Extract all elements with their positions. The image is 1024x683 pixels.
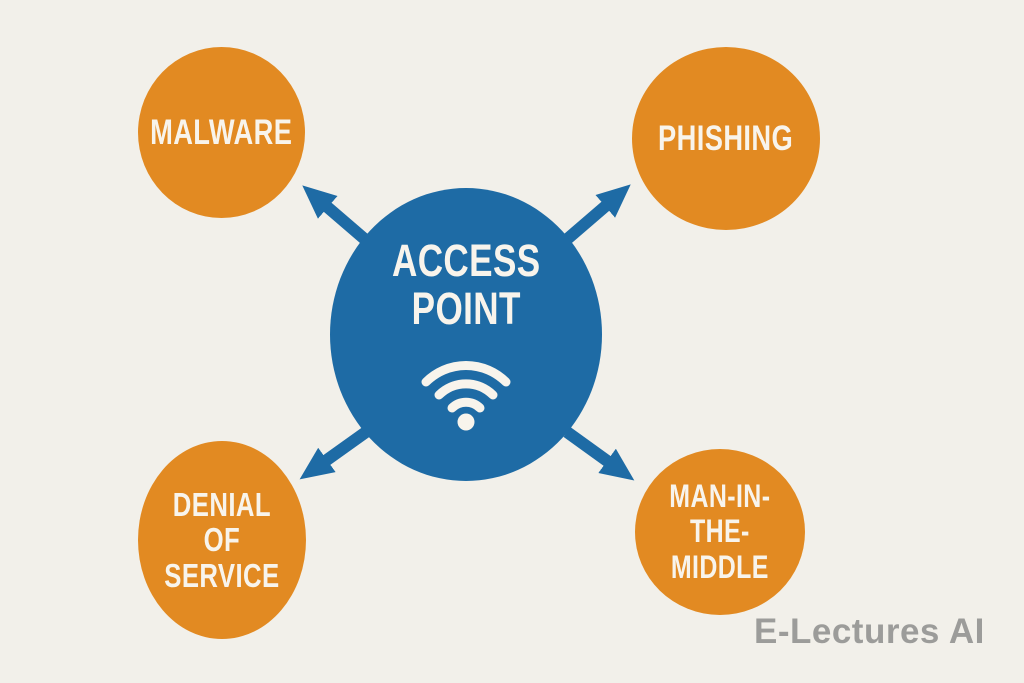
watermark: E-Lectures AI (754, 612, 985, 651)
threat-label-man-in-the-middle: MAN-IN- THE- MIDDLE (669, 478, 771, 585)
threat-label-malware: MALWARE (150, 112, 293, 152)
arrow-to-man-in-the-middle (563, 427, 635, 481)
threat-node-phishing: PHISHING (632, 47, 820, 230)
arrow-to-denial-of-service (299, 427, 370, 480)
threat-label-denial-of-service: DENIAL OF SERVICE (164, 486, 280, 594)
threat-node-malware: MALWARE (138, 47, 305, 218)
access-point-node: ACCESS POINT (330, 188, 602, 481)
access-point-label: ACCESS POINT (391, 234, 541, 334)
threat-node-man-in-the-middle: MAN-IN- THE- MIDDLE (635, 449, 805, 615)
threat-label-phishing: PHISHING (658, 118, 794, 158)
arrow-to-phishing (561, 184, 631, 246)
wifi-icon (421, 361, 511, 431)
threat-node-denial-of-service: DENIAL OF SERVICE (138, 441, 306, 639)
arrow-to-malware (302, 185, 372, 247)
